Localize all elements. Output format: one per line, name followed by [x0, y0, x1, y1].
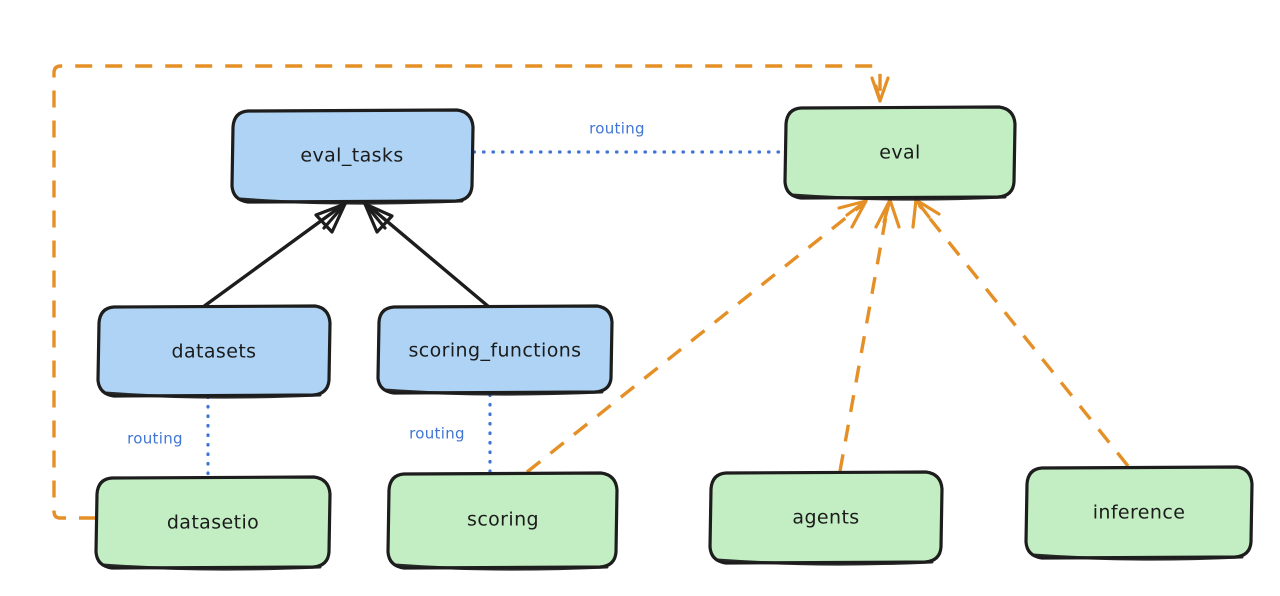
node-scoring-label: scoring: [467, 509, 539, 531]
nodes-group: eval_tasks eval datasets scoring_functio…: [94, 105, 1254, 571]
edge-scoring-to-eval: [525, 199, 868, 474]
edge-agents-to-eval: [838, 198, 901, 472]
edge-scoring_functions-to-eval_tasks-path: [368, 205, 491, 309]
node-datasetio-underline: [101, 563, 322, 571]
edge-scoring_functions-to-eval_tasks: [363, 202, 491, 309]
routing-edges-group: [206, 150, 786, 480]
edge-agents-to-eval-arrowhead-inner: [882, 198, 892, 224]
edge-inference-to-eval-path: [917, 203, 1130, 468]
node-scoring_functions[interactable]: scoring_functions: [376, 304, 614, 396]
node-scoring-underline: [393, 563, 609, 571]
edge-label-routing-eval_tasks-eval: routing: [589, 120, 645, 138]
node-eval_tasks-label: eval_tasks: [300, 145, 403, 167]
node-eval-underline: [790, 193, 1007, 201]
node-eval_tasks[interactable]: eval_tasks: [230, 108, 475, 205]
edge-datasets-to-eval_tasks-arrowhead: [314, 202, 347, 234]
edge-datasets-to-eval_tasks-arrowhead-inner: [322, 202, 347, 230]
edge-scoring_functions-to-eval_tasks-arrowhead: [363, 202, 394, 234]
edge-datasetio-to-eval-arrowhead-inner: [874, 84, 882, 103]
node-datasets[interactable]: datasets: [96, 304, 332, 399]
node-inference-label: inference: [1093, 502, 1186, 524]
edge-label-routing-scoring_functions-scoring: routing: [409, 425, 465, 443]
node-eval[interactable]: eval: [783, 105, 1017, 201]
edge-scoring-to-eval-arrowhead-inner: [845, 199, 868, 217]
edge-agents-to-eval-path: [838, 204, 890, 472]
node-inference-underline: [1031, 553, 1244, 561]
node-inference[interactable]: inference: [1024, 465, 1254, 561]
node-eval_tasks-underline: [238, 197, 464, 205]
edge-inference-to-eval: [911, 198, 1130, 468]
edge-label-routing-datasets-datasetio: routing: [127, 430, 183, 448]
node-datasets-label: datasets: [172, 341, 257, 363]
provider-edges-group: [52, 64, 1130, 520]
node-datasetio[interactable]: datasetio: [94, 475, 332, 571]
edge-scoring-to-eval-path: [525, 203, 864, 474]
node-agents-underline: [715, 558, 934, 566]
edge-scoring_functions-to-eval_tasks-arrowhead-inner: [363, 202, 387, 230]
edge-datasets-to-eval_tasks: [201, 202, 347, 309]
node-scoring[interactable]: scoring: [386, 471, 619, 571]
edge-datasetio-to-eval-path: [52, 64, 882, 520]
edge-inference-to-eval-arrowhead-inner: [914, 198, 931, 219]
node-scoring_functions-label: scoring_functions: [409, 340, 582, 362]
edge-datasets-to-eval_tasks-path: [201, 205, 342, 309]
node-eval-label: eval: [879, 142, 920, 164]
node-datasets-underline: [103, 391, 322, 399]
edge-datasetio-to-eval: [52, 64, 890, 520]
api-edges-group: [201, 202, 491, 309]
edge-labels-group: routing routing routing: [127, 120, 645, 448]
node-datasetio-label: datasetio: [167, 512, 259, 534]
node-agents-label: agents: [792, 507, 859, 529]
node-agents[interactable]: agents: [708, 470, 944, 566]
node-scoring_functions-underline: [383, 388, 604, 396]
